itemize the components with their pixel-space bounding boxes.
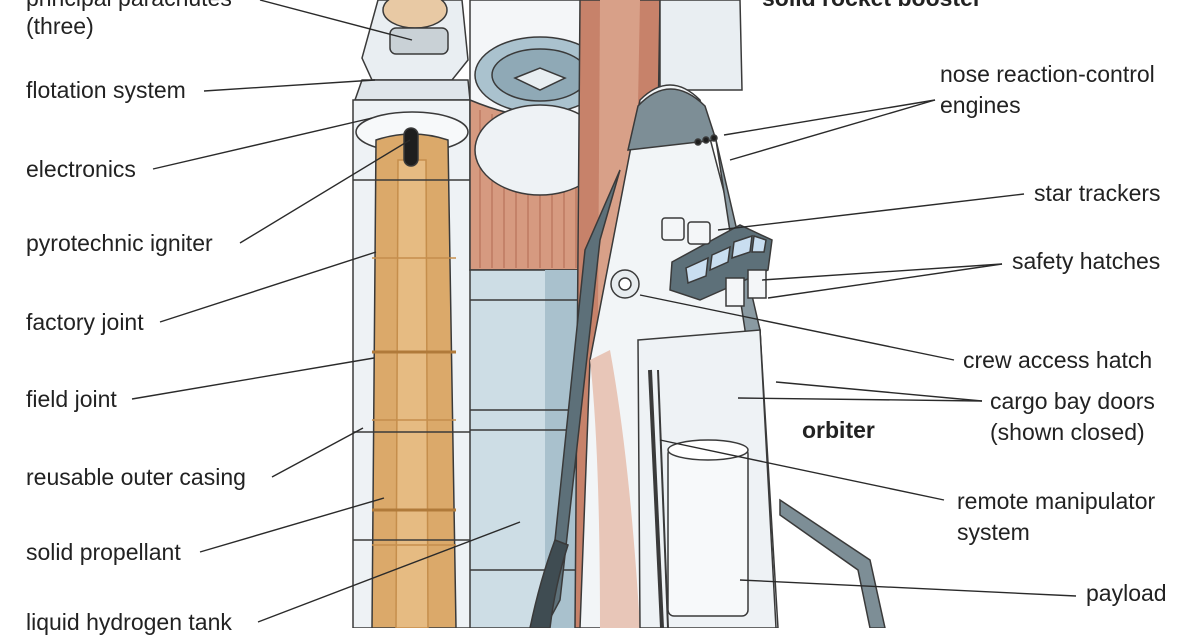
orbiter	[529, 84, 886, 628]
rcs-port	[702, 136, 710, 144]
label-safety-hatches: safety hatches	[1012, 248, 1161, 274]
label-nose-reaction-control-engines: engines	[940, 92, 1021, 118]
label-cargo-bay-doors: cargo bay doors	[990, 388, 1155, 414]
parachute-canister	[389, 27, 449, 55]
label-solid-rocket-booster: solid rocket booster	[762, 0, 982, 14]
label-solid-propellant: solid propellant	[26, 539, 181, 565]
label-cargo-bay-doors-note: (shown closed)	[990, 419, 1145, 445]
flotation-ring	[353, 79, 471, 101]
umbilical-hose-right	[779, 498, 886, 628]
window-pane	[731, 234, 753, 260]
orbiter-nose-cap	[627, 88, 717, 151]
label-pyrotechnic-igniter: pyrotechnic igniter	[26, 230, 213, 256]
label-nose-reaction-control: nose reaction-control	[940, 61, 1155, 87]
hatch-left	[725, 277, 745, 307]
umbilical-hose	[529, 539, 569, 628]
star-tracker-box	[661, 217, 685, 241]
propellant-channel	[395, 159, 429, 628]
label-field-joint: field joint	[26, 386, 117, 412]
manipulator-arm	[648, 369, 664, 628]
rcs-port	[710, 134, 718, 142]
right-booster-top	[659, 0, 743, 91]
manipulator-arm-2	[657, 369, 669, 628]
label-orbiter: orbiter	[802, 417, 875, 443]
rcs-port	[694, 138, 702, 146]
tank-mixer	[513, 67, 567, 91]
window-pane	[709, 245, 731, 272]
label-factory-joint: factory joint	[26, 309, 144, 335]
leader-lines	[131, 0, 1077, 623]
label-electronics: electronics	[26, 156, 136, 182]
label-crew-access-hatch: crew access hatch	[963, 347, 1153, 373]
label-liquid-hydrogen-tank: liquid hydrogen tank	[26, 609, 232, 635]
label-remote-manipulator-system: system	[957, 519, 1030, 545]
orbiter-chine-dark	[529, 169, 621, 628]
label-principal-parachutes: principal parachutes	[26, 0, 232, 14]
label-flotation-system: flotation system	[26, 77, 186, 103]
gear-cog-center	[618, 277, 632, 291]
payload-cylinder	[667, 447, 749, 617]
label-star-trackers: star trackers	[1034, 180, 1161, 206]
window-pane	[751, 234, 767, 253]
label-principal-parachutes-count: (three)	[26, 13, 94, 39]
igniter	[403, 127, 419, 167]
solid-rocket-booster	[352, 0, 472, 628]
label-payload: payload	[1086, 580, 1167, 606]
orbiter-glow	[590, 350, 640, 628]
hatch-right	[747, 269, 767, 299]
star-tracker-box	[687, 221, 711, 245]
window-pane	[685, 256, 709, 285]
label-remote-manipulator: remote manipulator	[957, 488, 1156, 514]
label-reusable-outer-casing: reusable outer casing	[26, 464, 246, 490]
